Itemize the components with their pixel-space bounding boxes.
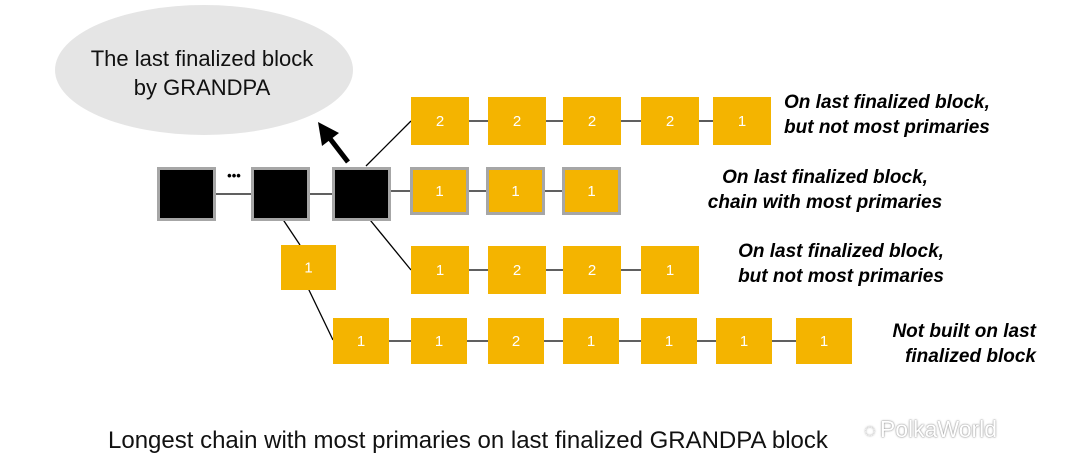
caption: Longest chain with most primaries on las… — [108, 427, 828, 454]
chain-4-block-6: 1 — [716, 318, 772, 364]
chain-4-block-7-box — [796, 318, 852, 364]
chain-4-block-1: 1 — [333, 318, 389, 364]
chain-3-block-2-label: 2 — [513, 262, 521, 279]
chain-1-block-1-label: 2 — [436, 113, 444, 130]
chain-2-block-3-label: 1 — [587, 183, 595, 200]
chain-4-block-2-box — [411, 318, 467, 364]
chain-2-block-2-label: 1 — [511, 183, 519, 200]
chain-4-block-4: 1 — [563, 318, 619, 364]
annotation-chain-4-line-2: finalized block — [905, 346, 1036, 367]
annotation-chain-3-line-1: On last finalized block, — [738, 241, 944, 262]
chain-1-block-4: 2 — [641, 97, 699, 145]
chain-4-block-3-label: 2 — [512, 333, 520, 350]
finalized-block-2 — [251, 167, 310, 221]
annotation-chain-2: On last finalized block, chain with most… — [680, 165, 970, 215]
chain-3-block-2: 2 — [488, 246, 546, 294]
chain-4-block-4-box — [563, 318, 619, 364]
chain-1-block-2-label: 2 — [513, 113, 521, 130]
chain-4-block-6-label: 1 — [740, 333, 748, 350]
annotation-chain-4: Not built on last finalized block — [840, 319, 1036, 369]
watermark: ◌PolkaWorld — [864, 416, 997, 443]
chain-4-block-2: 1 — [411, 318, 467, 364]
chain-2-block-1: 1 — [410, 167, 469, 215]
chain-1-block-5-box — [713, 97, 771, 145]
chain-4-block-5-box — [641, 318, 697, 364]
annotation-chain-1-line-1: On last finalized block, — [784, 92, 990, 113]
chain-3-block-2-box — [488, 246, 546, 294]
bubble-label: The last finalized block by GRANDPA — [56, 44, 348, 102]
chain-4-block-3: 2 — [488, 318, 544, 364]
chain-1-block-4-box — [641, 97, 699, 145]
finalized-block-2-box — [254, 170, 307, 218]
chain-4-branch — [307, 287, 334, 341]
chain-3-block-4-box — [641, 246, 699, 294]
chain-4-block-5-label: 1 — [665, 333, 673, 350]
chain-1-block-2-box — [488, 97, 546, 145]
annotation-chain-1: On last finalized block, but not most pr… — [784, 90, 990, 140]
chain-3-branch — [365, 214, 412, 271]
fork-block-box — [281, 245, 336, 290]
chain-2-block-2-box — [489, 170, 542, 212]
ellipsis-dots: ••• — [227, 168, 241, 183]
wechat-icon: ◌ — [864, 420, 876, 442]
finalized-block-1 — [157, 167, 216, 221]
arrow-icon — [318, 122, 350, 164]
speech-bubble — [55, 5, 353, 135]
bubble-label-line-2: by GRANDPA — [133, 75, 271, 100]
chain-2-block-3: 1 — [562, 167, 621, 215]
chain-1-block-3-label: 2 — [588, 113, 596, 130]
fork-branch-top — [281, 217, 301, 246]
chain-1-block-5-label: 1 — [738, 113, 746, 130]
fork-block-label: 1 — [304, 260, 312, 277]
annotation-chain-3: On last finalized block, but not most pr… — [706, 239, 976, 289]
chain-2-block-1-box — [413, 170, 466, 212]
chain-1-block-5: 1 — [713, 97, 771, 145]
chain-3-block-1: 1 — [411, 246, 469, 294]
chain-3-block-3-box — [563, 246, 621, 294]
chain-4-block-5: 1 — [641, 318, 697, 364]
chain-4-block-7-label: 1 — [820, 333, 828, 350]
fork-block: 1 — [281, 245, 336, 290]
chain-3-block-1-label: 1 — [436, 262, 444, 279]
annotation-chain-3-line-2: but not most primaries — [738, 266, 944, 287]
chain-4-block-3-box — [488, 318, 544, 364]
chain-4-block-6-box — [716, 318, 772, 364]
finalized-block-3-box — [335, 170, 388, 218]
bubble-label-line-1: The last finalized block — [90, 46, 314, 71]
chain-4-block-1-label: 1 — [357, 333, 365, 350]
chain-4-block-7: 1 — [796, 318, 852, 364]
finalized-block-1-box — [160, 170, 213, 218]
chain-1-block-3: 2 — [563, 97, 621, 145]
chain-1-block-1: 2 — [411, 97, 469, 145]
annotation-chain-1-line-2: but not most primaries — [784, 117, 990, 138]
annotation-chain-4-line-1: Not built on last — [892, 321, 1036, 342]
chain-3-block-3-label: 2 — [588, 262, 596, 279]
blocks-layer: ••• 2 2 2 2 1 1 1 1 1 2 2 1 1 1 2 1 1 1 1 1 — [157, 97, 852, 364]
connector-lines — [215, 120, 796, 342]
chain-2-block-1-label: 1 — [435, 183, 443, 200]
chain-3-block-4-label: 1 — [666, 262, 674, 279]
finalized-block-3 — [332, 167, 391, 221]
chain-1-block-2: 2 — [488, 97, 546, 145]
chain-4-block-1-box — [333, 318, 389, 364]
chain-4-block-4-label: 1 — [587, 333, 595, 350]
chain-1-branch — [365, 120, 412, 167]
chain-1-block-1-box — [411, 97, 469, 145]
annotation-chain-2-line-1: On last finalized block, — [722, 167, 928, 188]
watermark-text: PolkaWorld — [879, 416, 998, 442]
chain-2-block-3-box — [565, 170, 618, 212]
chain-3-block-3: 2 — [563, 246, 621, 294]
chain-3-block-4: 1 — [641, 246, 699, 294]
chain-2-block-2: 1 — [486, 167, 545, 215]
chain-1-block-3-box — [563, 97, 621, 145]
chain-4-block-2-label: 1 — [435, 333, 443, 350]
annotation-chain-2-line-2: chain with most primaries — [707, 192, 943, 213]
chain-1-block-4-label: 2 — [666, 113, 674, 130]
chain-3-block-1-box — [411, 246, 469, 294]
